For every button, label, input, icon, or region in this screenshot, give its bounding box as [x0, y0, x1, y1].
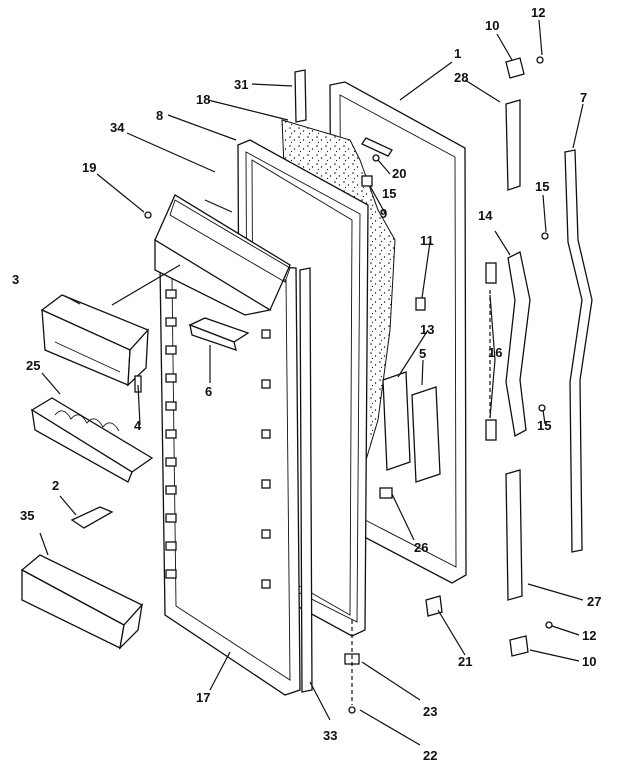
shelf-clip [70, 506, 114, 529]
hinge-top [505, 57, 525, 79]
label-14: 14 [478, 208, 493, 223]
label-6: 6 [205, 384, 212, 399]
label-15-right-bottom: 15 [537, 418, 551, 433]
label-5: 5 [419, 346, 426, 361]
callout-labels: 1 2 3 4 5 6 7 8 9 10 10 11 12 12 13 14 1… [12, 5, 601, 763]
label-25: 25 [26, 358, 40, 373]
breaker-strip [294, 69, 307, 123]
egg-tray [30, 397, 154, 483]
leader-lines [39, 19, 584, 746]
label-20: 20 [392, 166, 406, 181]
label-18: 18 [196, 92, 210, 107]
label-12-bottom: 12 [582, 628, 596, 643]
door-shelf-upper [40, 294, 150, 387]
label-33: 33 [323, 728, 337, 743]
part-11 [415, 297, 426, 311]
label-7: 7 [580, 90, 587, 105]
small-hardware [134, 137, 443, 665]
label-10-top: 10 [485, 18, 499, 33]
part-26 [379, 487, 393, 499]
label-16: 16 [488, 345, 502, 360]
label-4: 4 [134, 418, 142, 433]
alignment-dashes [351, 290, 491, 705]
label-28: 28 [454, 70, 468, 85]
label-12-top: 12 [531, 5, 545, 20]
handle-trim-strip [564, 149, 593, 553]
door-bin-lower [20, 554, 144, 650]
label-19: 19 [82, 160, 96, 175]
label-13: 13 [420, 322, 434, 337]
label-26: 26 [414, 540, 428, 555]
lower-handle-cap [505, 469, 523, 601]
label-1: 1 [454, 46, 461, 61]
label-11: 11 [420, 233, 434, 248]
shelf-retainer-clips [165, 289, 271, 589]
label-17: 17 [196, 690, 210, 705]
part-20 [361, 137, 393, 157]
part-13 [382, 371, 411, 471]
label-3: 3 [12, 272, 19, 287]
label-15-center: 15 [382, 186, 396, 201]
label-22: 22 [423, 748, 437, 763]
label-21: 21 [458, 654, 472, 669]
label-8: 8 [156, 108, 163, 123]
label-10-bottom: 10 [582, 654, 596, 669]
screw-set [144, 56, 553, 714]
label-27: 27 [587, 594, 601, 609]
label-23: 23 [423, 704, 437, 719]
label-15-right-top: 15 [535, 179, 549, 194]
label-2: 2 [52, 478, 59, 493]
part-9 [361, 175, 373, 187]
dispenser-housing [154, 194, 291, 316]
inner-gasket-strip [299, 267, 313, 693]
door-handle-bracket [485, 251, 531, 441]
part-5 [411, 386, 441, 483]
small-bin [188, 317, 250, 352]
label-34: 34 [110, 120, 125, 135]
label-31: 31 [234, 77, 248, 92]
label-35: 35 [20, 508, 34, 523]
label-9: 9 [380, 206, 387, 221]
hinge-bottom [509, 635, 529, 657]
upper-handle-cap [505, 99, 521, 191]
